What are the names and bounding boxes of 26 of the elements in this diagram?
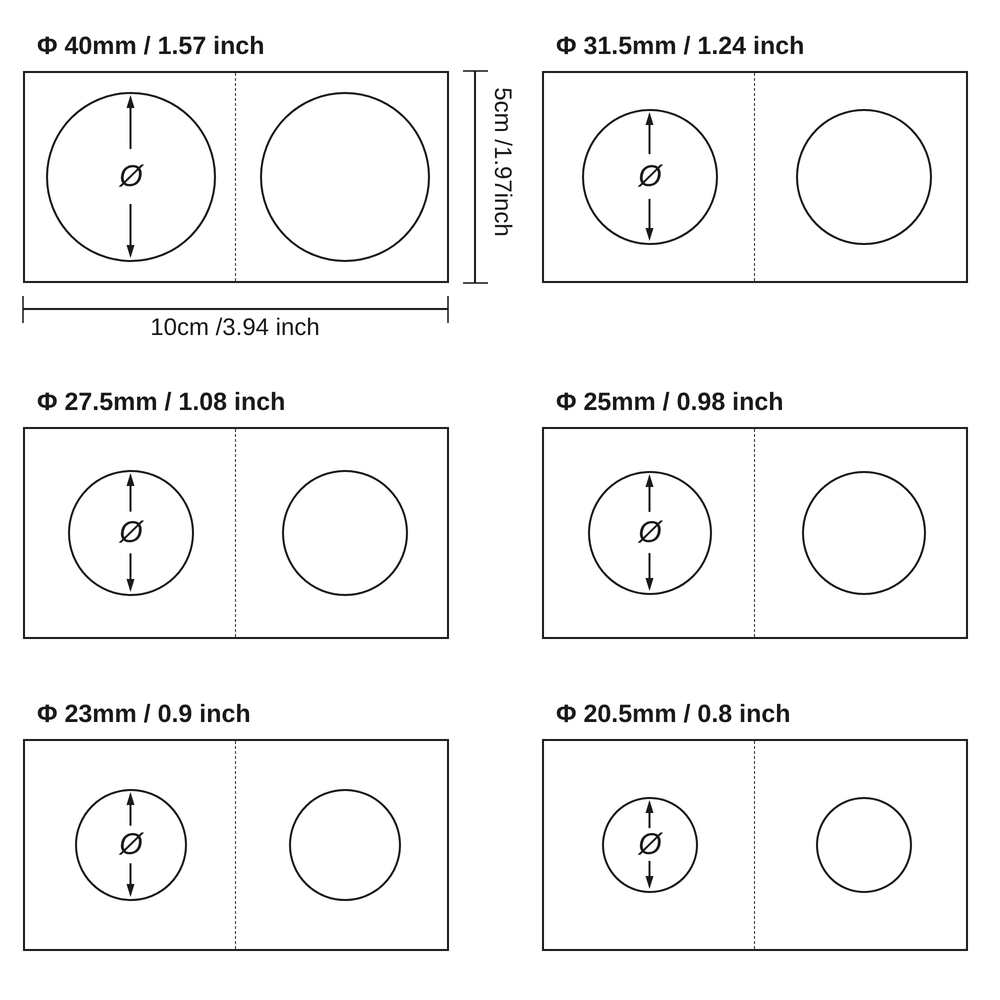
circle-cutout	[796, 109, 932, 245]
diameter-symbol: Ø	[638, 830, 662, 860]
circle-cutout	[260, 92, 430, 262]
size-heading: Φ 25mm / 0.98 inch	[556, 387, 784, 417]
circle-cutout	[588, 471, 712, 595]
circle-cutout	[816, 797, 912, 893]
circle-cutout	[46, 92, 216, 262]
circle-cutout	[289, 789, 401, 901]
circle-cutout	[68, 470, 194, 596]
size-heading: Φ 27.5mm / 1.08 inch	[37, 387, 286, 417]
circle-cutout	[802, 471, 926, 595]
diameter-symbol: Ø	[638, 518, 662, 548]
size-heading: Φ 20.5mm / 0.8 inch	[556, 699, 791, 729]
diameter-symbol: Ø	[638, 162, 662, 192]
size-heading: Φ 40mm / 1.57 inch	[37, 31, 265, 61]
size-heading: Φ 23mm / 0.9 inch	[37, 699, 251, 729]
circle-cutout	[282, 470, 408, 596]
size-heading: Φ 31.5mm / 1.24 inch	[556, 31, 804, 61]
diameter-symbol: Ø	[119, 518, 143, 548]
circle-cutout	[75, 789, 187, 901]
diameter-symbol: Ø	[119, 162, 143, 192]
circle-cutout	[602, 797, 698, 893]
dimension-label: 5cm /1.97inch	[488, 87, 516, 237]
circle-cutout	[582, 109, 718, 245]
diameter-symbol: Ø	[119, 830, 143, 860]
dimension-label: 10cm /3.94 inch	[150, 314, 320, 342]
